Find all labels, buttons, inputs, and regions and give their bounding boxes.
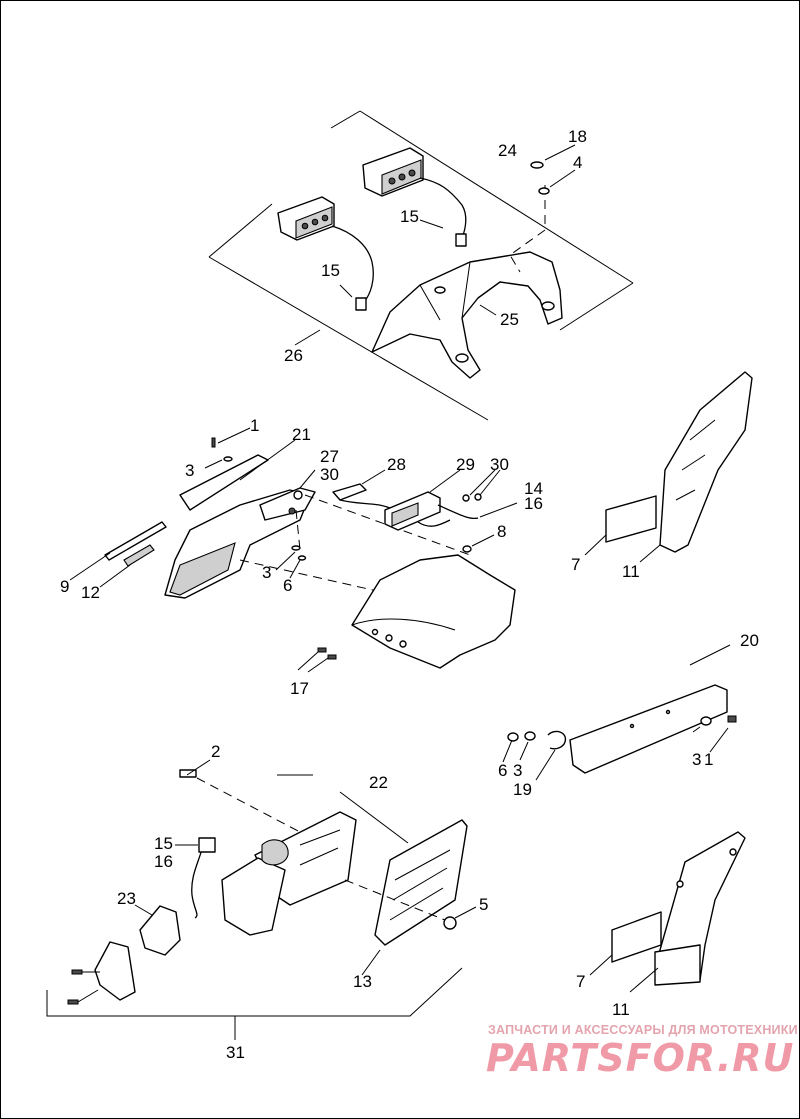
callout-4: 4 (573, 153, 582, 172)
rear-fender (297, 554, 516, 673)
module-28-29 (332, 469, 518, 553)
callout-2: 2 (211, 742, 220, 761)
license-plate-bracket-20 (502, 644, 737, 781)
callout-18: 18 (568, 127, 587, 146)
callout-29: 29 (456, 455, 475, 474)
callout-15b: 15 (321, 261, 340, 280)
callout-12: 12 (81, 583, 100, 602)
callout-15c: 15 (154, 834, 173, 853)
callout-3c-visible: 3 (513, 761, 522, 780)
tail-lamp-upper (362, 147, 467, 247)
group-26-outline (208, 110, 634, 421)
callout-22: 22 (369, 773, 388, 792)
callout-25: 25 (500, 310, 519, 329)
callout-3a: 3 (185, 461, 194, 480)
watermark-logo: PARTSFOR.RU (486, 1036, 795, 1080)
callout-7b: 7 (576, 972, 585, 991)
callout-20: 20 (740, 631, 759, 650)
plate-bracket-11-lower (589, 831, 746, 993)
license-light-assembly (69, 427, 471, 613)
callout-21: 21 (292, 425, 311, 444)
callout-9: 9 (60, 577, 69, 596)
callout-16a: 16 (524, 494, 543, 513)
callout-23: 23 (117, 889, 136, 908)
callout-3d: 3 (692, 750, 701, 769)
callout-31: 31 (226, 1043, 245, 1062)
callout-16b: 16 (154, 852, 173, 871)
callout-6a: 6 (283, 576, 292, 595)
callout-15a: 15 (400, 207, 419, 226)
callout-7a: 7 (571, 555, 580, 574)
callout-6b: 6 (498, 761, 507, 780)
callout-11a: 11 (622, 562, 640, 581)
callout-26: 26 (284, 346, 303, 365)
callout-labels: 18 24 4 15 15 25 26 1 21 27 3 30 28 29 3… (60, 127, 759, 1062)
callout-1a: 1 (250, 416, 259, 435)
callout-13: 13 (353, 972, 372, 991)
callout-3b: 3 (262, 563, 271, 582)
callout-27: 27 (320, 447, 339, 466)
callout-14: 14 (524, 479, 543, 498)
callout-24: 24 (498, 141, 517, 160)
bottom-assembly (46, 759, 477, 1040)
hardware-18-4 (294, 144, 576, 346)
callout-19: 19 (513, 780, 532, 799)
callout-30b: 30 (490, 455, 509, 474)
callout-8: 8 (497, 522, 506, 541)
plate-bracket-11-upper (584, 371, 753, 563)
callout-17: 17 (290, 679, 309, 698)
callout-28: 28 (387, 455, 406, 474)
callout-30a: 30 (320, 465, 339, 484)
watermark-tagline: ЗАПЧАСТИ И АКСЕССУАРЫ ДЛЯ МОТОТЕХНИКИ (488, 1023, 798, 1037)
tail-lamp-lower (277, 196, 374, 311)
callout-1b-visible: 1 (704, 750, 713, 769)
callout-11b: 11 (612, 1000, 630, 1019)
lamp-bracket-25 (371, 185, 563, 379)
callout-5: 5 (479, 895, 488, 914)
